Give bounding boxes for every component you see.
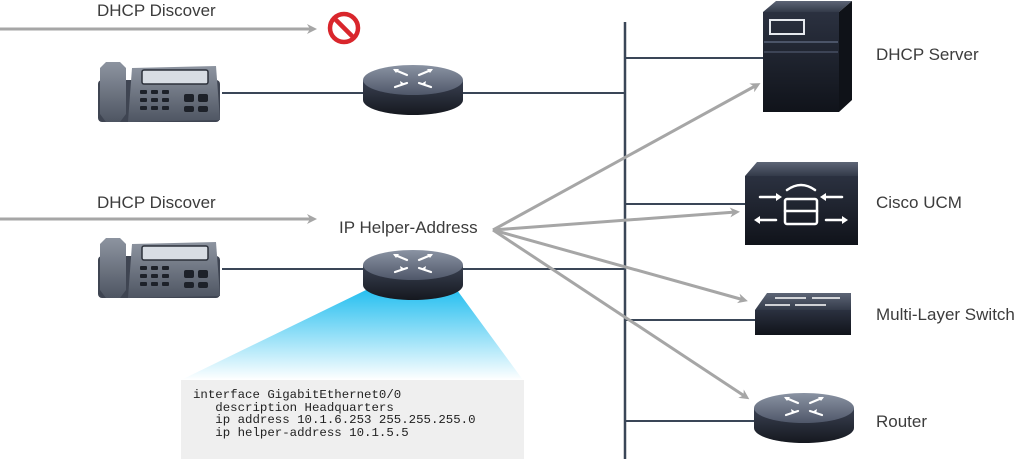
ip-phone-icon-bottom [97,237,221,299]
call-manager-icon [745,162,858,245]
multilayer-switch-icon [755,293,851,335]
server-icon [763,1,852,112]
helper-arrow-multilayer-switch [492,228,748,304]
config-line-1: interface GigabitEthernet0/0 [193,388,402,402]
blocked-icon [327,11,361,45]
config-snippet: interface GigabitEthernet0/0 description… [181,380,524,459]
label-multilayer-switch: Multi-Layer Switch [876,305,1015,324]
router-icon-right [752,391,856,445]
config-line-4: ip helper-address 10.1.5.5 [193,425,409,440]
config-line-3: ip address 10.1.6.253 255.255.255.0 [193,413,476,427]
label-dhcp-discover-top: DHCP Discover [97,1,216,20]
helper-arrow-dhcp-server [492,83,761,232]
label-dhcp-server: DHCP Server [876,45,979,64]
config-line-2: description Headquarters [193,400,394,415]
helper-arrow-router [492,228,750,400]
label-dhcp-discover-bottom: DHCP Discover [97,193,216,212]
config-highlight-glow [181,290,523,380]
ip-phone-icon-top [97,61,221,123]
label-router: Router [876,412,927,431]
label-cisco-ucm: Cisco UCM [876,193,962,212]
router-icon-helper [361,248,465,302]
router-icon-top [361,63,465,117]
helper-arrow-cisco-ucm [492,207,740,232]
label-ip-helper: IP Helper-Address [339,218,478,237]
